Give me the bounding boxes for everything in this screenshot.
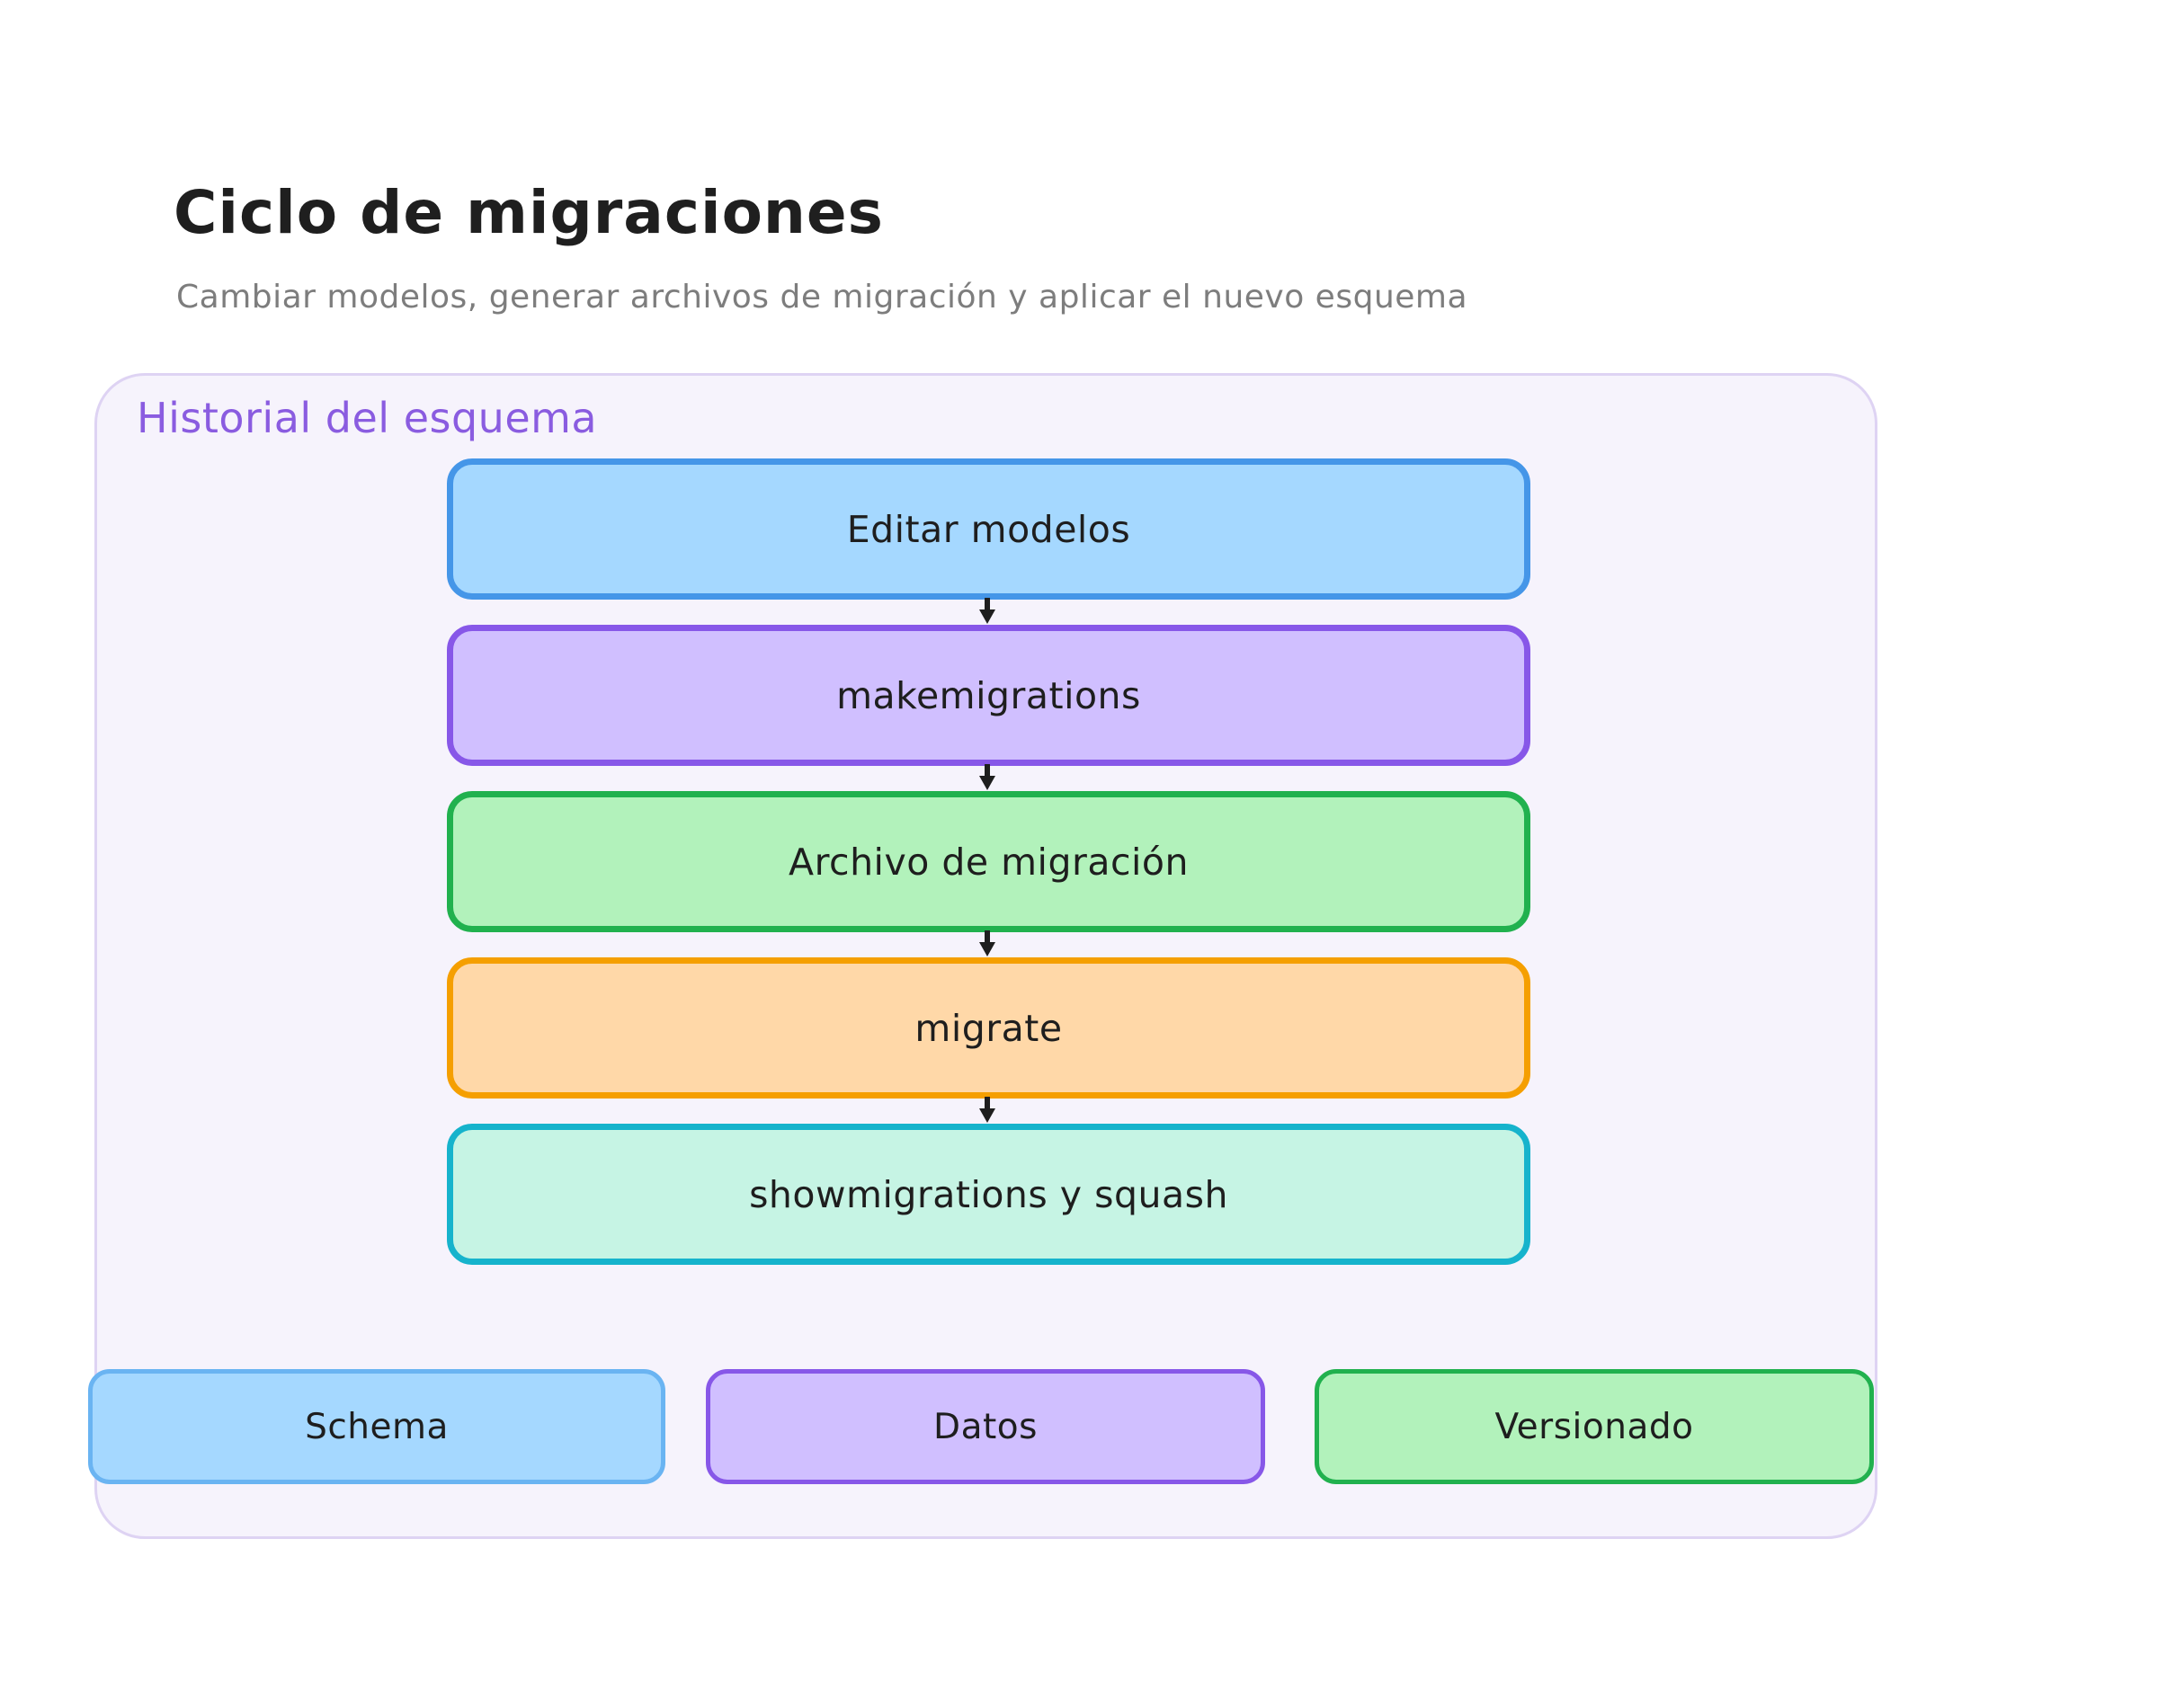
flow-step-label: Editar modelos (846, 507, 1131, 551)
flow-step-label: migrate (914, 1006, 1063, 1050)
flow-step-migrate: migrate (447, 957, 1530, 1099)
arrow-down-icon (973, 764, 1002, 791)
legend-label: Schema (305, 1406, 449, 1447)
legend-label: Versionado (1494, 1406, 1694, 1447)
legend-item-datos: Datos (706, 1369, 1265, 1484)
legend-item-schema: Schema (88, 1369, 665, 1484)
arrow-down-icon (973, 1097, 1002, 1124)
page-title: Ciclo de migraciones (174, 178, 884, 247)
arrow-down-icon (973, 598, 1002, 625)
flow-step-label: makemigrations (836, 673, 1141, 717)
legend-label: Datos (933, 1406, 1038, 1447)
page-subtitle: Cambiar modelos, generar archivos de mig… (176, 279, 1468, 316)
flow-step-editar-modelos: Editar modelos (447, 458, 1530, 600)
legend-item-versionado: Versionado (1315, 1369, 1874, 1484)
arrow-down-icon (973, 930, 1002, 957)
flow-step-makemigrations: makemigrations (447, 625, 1530, 766)
schema-history-label: Historial del esquema (137, 394, 598, 442)
flow-step-archivo-de-migracion: Archivo de migración (447, 791, 1530, 932)
flow-step-label: Archivo de migración (789, 840, 1189, 884)
flow-step-showmigrations-y-squash: showmigrations y squash (447, 1124, 1530, 1265)
flow-step-label: showmigrations y squash (749, 1172, 1228, 1216)
